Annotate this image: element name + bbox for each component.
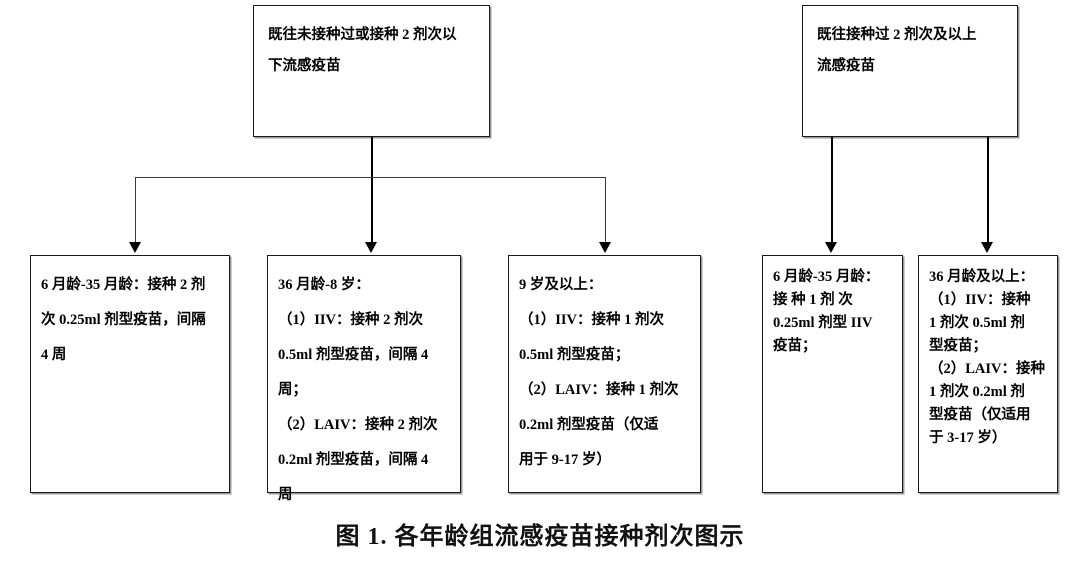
leaf-node-6to35-months-naive-label: 6 月龄-35 月龄：接种 2 剂 次 0.25ml 剂型疫苗，间隔 4 周 xyxy=(41,277,206,363)
leaf-node-6to35-months-experienced-label: 6 月龄-35 月龄： 接 种 1 剂 次 0.25ml 剂型 IIV 疫苗； xyxy=(773,269,880,354)
connector-branch-left xyxy=(135,177,137,244)
leaf-node-9years-and-above-label: 9 岁及以上： （1）IIV：接种 1 剂次 0.5ml 剂型疫苗； （2）LA… xyxy=(519,277,679,468)
root-node-naive-label: 既往未接种过或接种 2 剂次以 下流感疫苗 xyxy=(268,27,457,74)
arrowhead-to-leaf-5 xyxy=(981,242,993,253)
connector-stem-naive xyxy=(371,137,373,244)
connector-to-leaf-4 xyxy=(831,137,833,244)
arrowhead-to-leaf-2 xyxy=(365,242,377,253)
figure-caption: 图 1. 各年龄组流感疫苗接种剂次图示 xyxy=(335,524,745,550)
leaf-node-36months-to-8years[interactable]: 36 月龄-8 岁： （1）IIV：接种 2 剂次 0.5ml 剂型疫苗，间隔 … xyxy=(267,255,461,503)
leaf-node-36months-to-8years-label: 36 月龄-8 岁： （1）IIV：接种 2 剂次 0.5ml 剂型疫苗，间隔 … xyxy=(278,277,438,503)
root-node-experienced-label: 既往接种过 2 剂次及以上 流感疫苗 xyxy=(817,27,977,74)
leaf-node-6to35-months-naive[interactable]: 6 月龄-35 月龄：接种 2 剂 次 0.25ml 剂型疫苗，间隔 4 周 xyxy=(30,255,230,493)
connector-branch-right xyxy=(605,177,607,244)
leaf-node-36months-and-above[interactable]: 36 月龄及以上： （1）IIV：接种 1 剂次 0.5ml 剂 型疫苗； （2… xyxy=(918,255,1058,493)
leaf-node-6to35-months-experienced[interactable]: 6 月龄-35 月龄： 接 种 1 剂 次 0.25ml 剂型 IIV 疫苗； xyxy=(762,255,903,493)
arrowhead-to-leaf-3 xyxy=(599,242,611,253)
arrowhead-to-leaf-1 xyxy=(129,242,141,253)
leaf-node-9years-and-above[interactable]: 9 岁及以上： （1）IIV：接种 1 剂次 0.5ml 剂型疫苗； （2）LA… xyxy=(508,255,701,493)
connector-to-leaf-5 xyxy=(987,137,989,244)
connector-bus-naive xyxy=(135,177,606,179)
leaf-node-36months-and-above-label: 36 月龄及以上： （1）IIV：接种 1 剂次 0.5ml 剂 型疫苗； （2… xyxy=(929,269,1046,446)
root-node-experienced[interactable]: 既往接种过 2 剂次及以上 流感疫苗 xyxy=(802,5,1018,137)
arrowhead-to-leaf-4 xyxy=(825,242,837,253)
root-node-naive[interactable]: 既往未接种过或接种 2 剂次以 下流感疫苗 xyxy=(253,5,490,137)
